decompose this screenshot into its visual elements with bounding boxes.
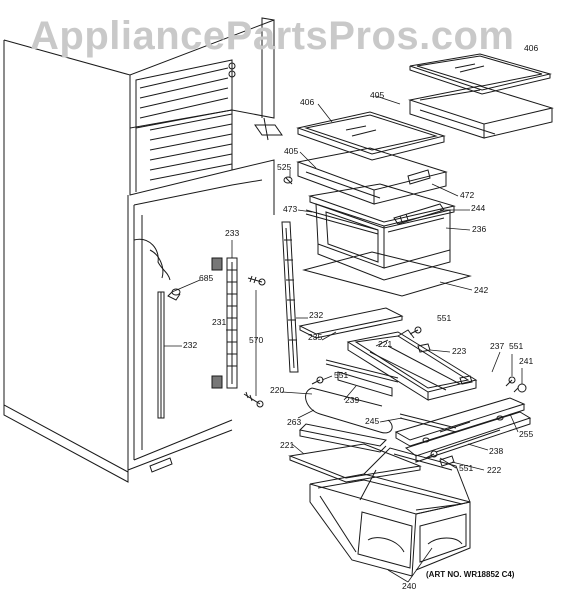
part-label-245: 245 (365, 416, 380, 426)
part-label-406-middle: 406 (300, 97, 315, 107)
drawer-cover (290, 444, 420, 482)
refrigerator-cabinet (4, 18, 282, 482)
part-label-551-upper: 551 (437, 313, 452, 323)
part-label-239: 239 (345, 395, 360, 405)
watermark-text: AppliancePartsPros.com (30, 14, 515, 58)
part-label-240: 240 (402, 581, 417, 591)
part-label-237: 237 (490, 341, 505, 351)
part-label-244: 244 (471, 203, 486, 213)
bar-245 (400, 414, 456, 432)
shelf-rail-left (158, 292, 164, 418)
part-label-472: 472 (460, 190, 475, 200)
part-label-238: 238 (489, 446, 504, 456)
art-number: (ART NO. WR18852 C4) (426, 570, 515, 579)
part-label-241: 241 (519, 356, 534, 366)
part-label-405-middle: 405 (284, 146, 299, 156)
drawer-pans (310, 448, 470, 576)
crisper-bar-473 (306, 210, 378, 234)
part-label-473: 473 (283, 204, 298, 214)
screws-570 (244, 276, 265, 407)
part-label-242: 242 (474, 285, 489, 295)
part-label-551-right: 551 (509, 341, 524, 351)
shelf-rail-right (282, 222, 298, 372)
screw-685 (168, 289, 180, 300)
part-label-232-left: 232 (183, 340, 198, 350)
part-label-406-top: 406 (524, 43, 539, 53)
cap-241 (514, 384, 526, 392)
part-label-255: 255 (519, 429, 534, 439)
part-label-405-top: 405 (370, 90, 385, 100)
part-label-221-lower: 221 (280, 440, 295, 450)
leader-lines (164, 96, 522, 582)
part-label-551-lower: 551 (459, 463, 474, 473)
crisper-panel (304, 252, 470, 296)
part-label-525: 525 (277, 162, 292, 172)
shelf-frame-assembly (300, 308, 476, 400)
part-label-222: 222 (487, 465, 502, 475)
part-label-236: 236 (472, 224, 487, 234)
part-label-220: 220 (270, 385, 285, 395)
part-label-263: 263 (287, 417, 302, 427)
clip-222 (440, 456, 454, 466)
screws-551 (312, 327, 515, 458)
part-label-221-upper: 221 (378, 339, 393, 349)
clip-525 (284, 177, 292, 184)
glass-shelf-top-right (410, 54, 552, 138)
part-label-570: 570 (249, 335, 264, 345)
part-label-235: 235 (308, 332, 323, 342)
part-label-551-middle: 551 (334, 370, 349, 380)
part-label-223: 223 (452, 346, 467, 356)
part-label-233: 233 (225, 228, 240, 238)
crisper-pan (310, 184, 454, 280)
part-label-232-right: 232 (309, 310, 324, 320)
part-label-231: 231 (212, 317, 227, 327)
slide-rails (396, 398, 530, 462)
glass-shelf-middle (298, 112, 446, 204)
part-label-685: 685 (199, 273, 214, 283)
